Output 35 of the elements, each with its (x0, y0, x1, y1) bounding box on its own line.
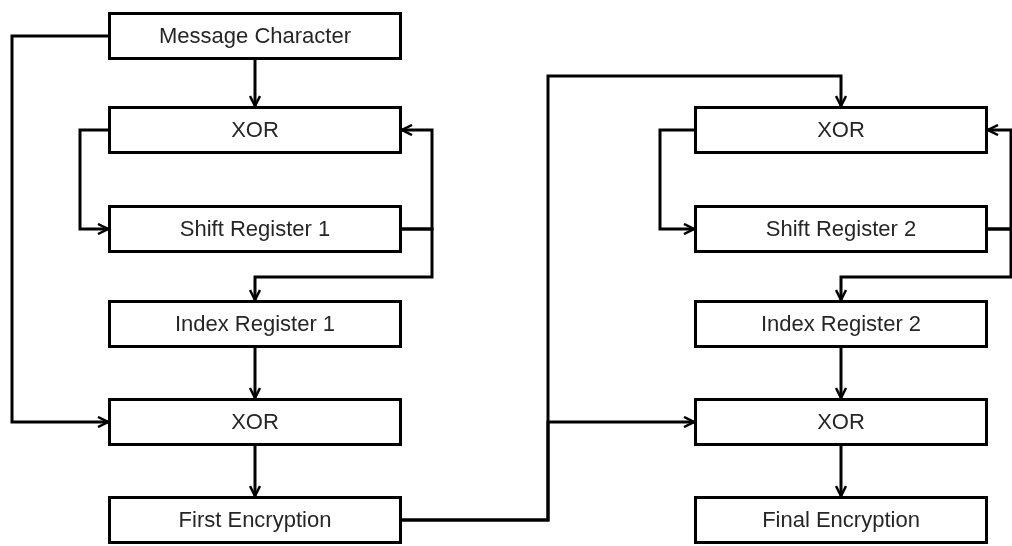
arrow (248, 348, 262, 400)
box-label: Final Encryption (762, 507, 920, 533)
arrow (248, 446, 262, 498)
box-label: Index Register 2 (760, 311, 922, 337)
arrow (10, 34, 110, 429)
arrow (834, 446, 848, 498)
arrow (248, 60, 262, 108)
process-box (108, 300, 402, 348)
arrow (658, 128, 696, 236)
process-box (108, 496, 402, 544)
box-label: XOR (231, 409, 279, 435)
arrow (834, 348, 848, 400)
box-label: XOR (231, 117, 279, 143)
arrow (78, 128, 110, 236)
box-label: XOR (817, 409, 865, 435)
arrow (400, 123, 434, 231)
arrow (248, 227, 434, 302)
arrow (402, 415, 696, 522)
process-box (694, 205, 988, 253)
box-label: Message Character (159, 23, 351, 49)
box-label: Index Register 1 (174, 311, 336, 337)
process-box (694, 398, 988, 446)
box-label: Shift Register 1 (179, 216, 331, 242)
box-label: XOR (817, 117, 865, 143)
arrow (834, 227, 1012, 302)
process-box (694, 300, 988, 348)
process-box (108, 398, 402, 446)
box-label: Shift Register 2 (765, 216, 917, 242)
process-box (108, 205, 402, 253)
arrow (986, 123, 1012, 231)
process-box (694, 496, 988, 544)
process-box (694, 106, 988, 154)
process-box (108, 106, 402, 154)
box-label: First Encryption (178, 507, 332, 533)
process-box (108, 12, 402, 60)
